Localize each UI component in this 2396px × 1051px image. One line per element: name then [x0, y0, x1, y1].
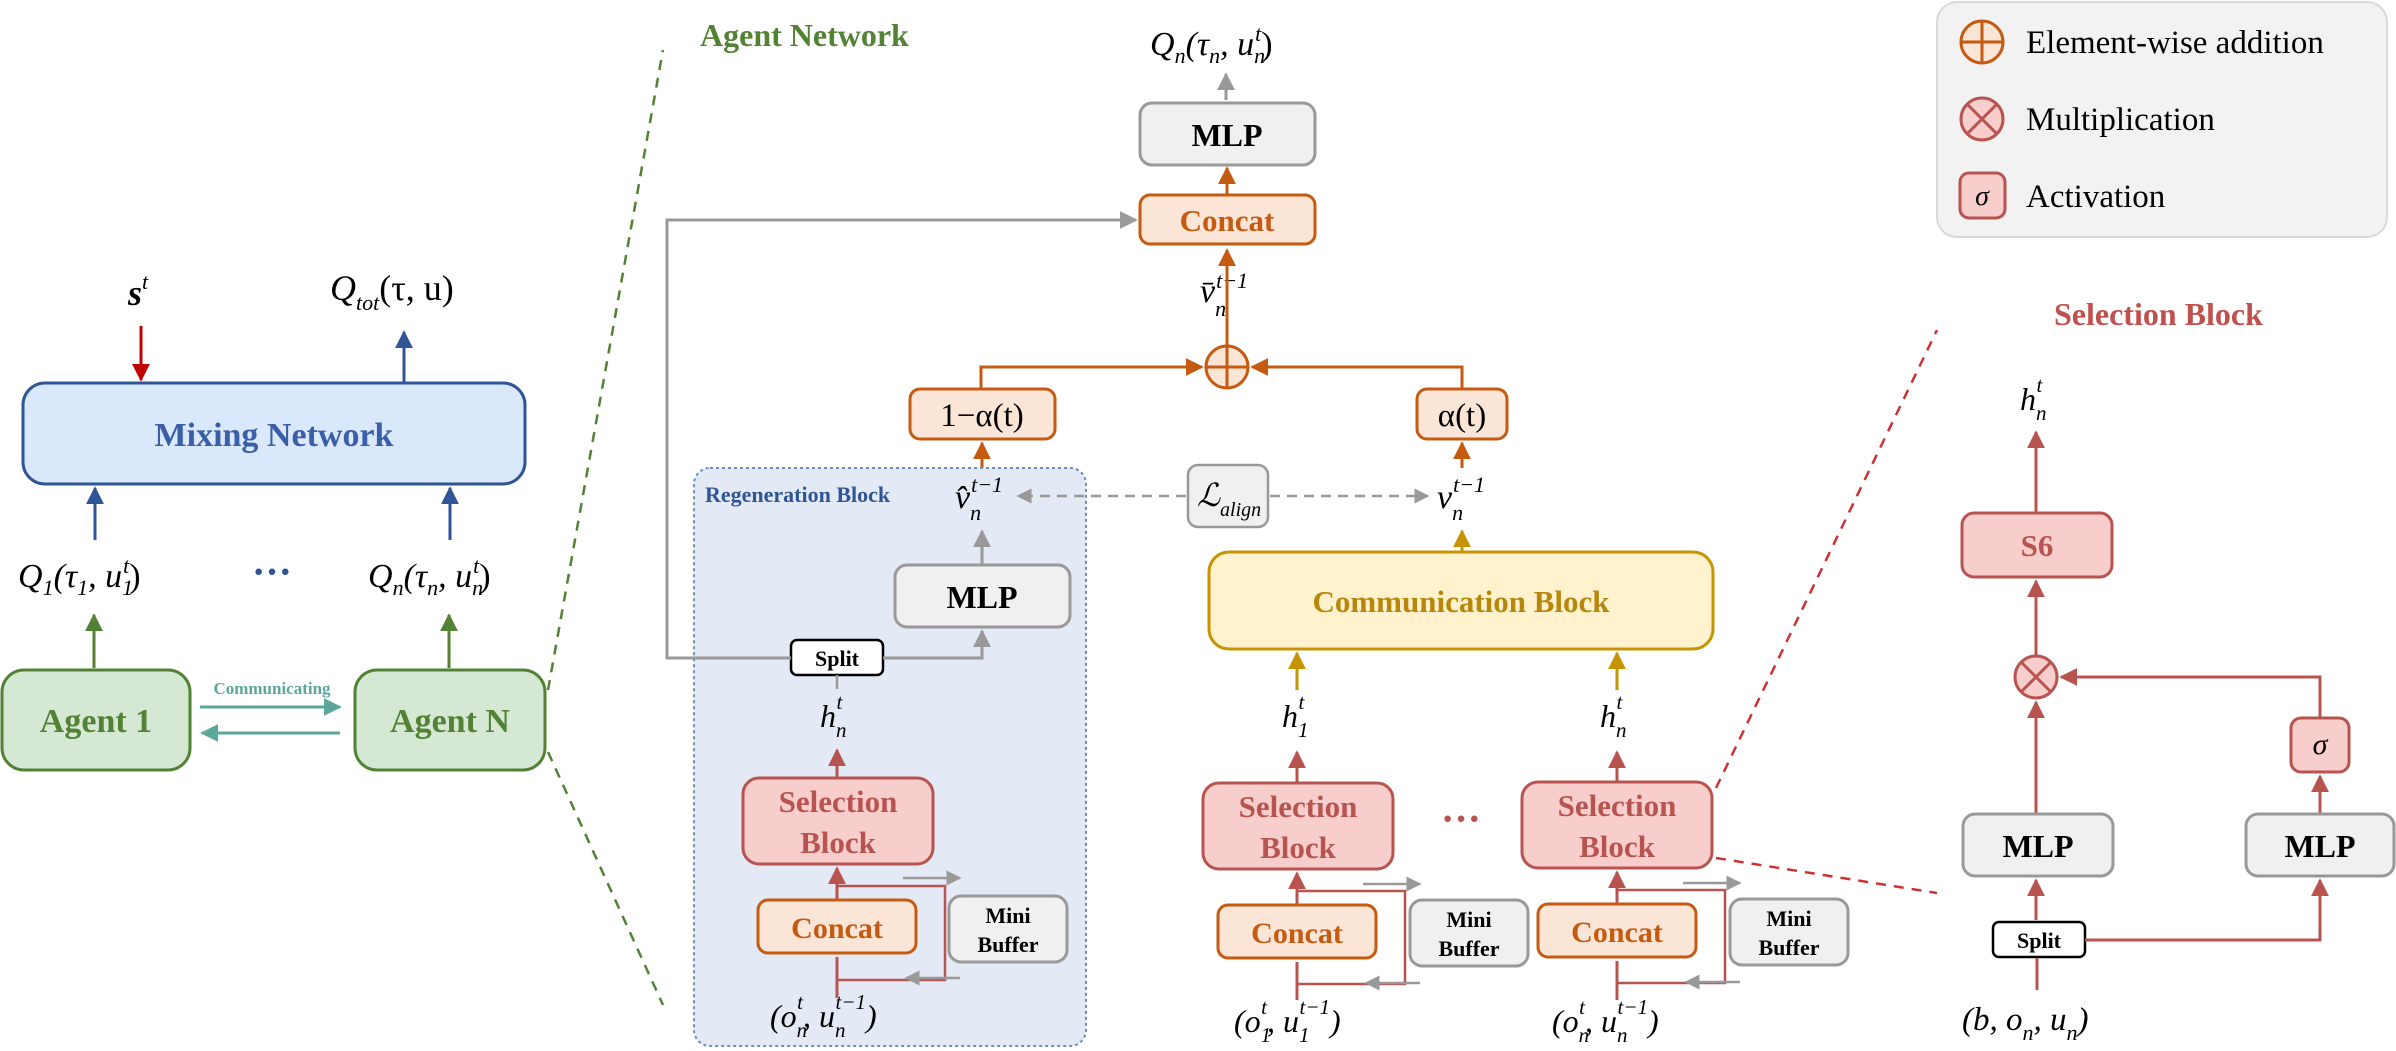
- buffer-loop-regen: [837, 884, 947, 982]
- mini-buffer-n-l1: Mini: [1766, 906, 1811, 931]
- mlp-regen-label: MLP: [946, 579, 1017, 615]
- legend-addition-label: Element-wise addition: [2026, 25, 2324, 61]
- mini-buffer-n-l2: Buffer: [1758, 935, 1819, 960]
- selection-block-1-l2: Block: [1260, 830, 1337, 865]
- selection-mlp-right: [2244, 812, 2396, 878]
- selection-block-detail: Selection Block hnt S6 MLP σ MLP Split (…: [1960, 296, 2396, 1045]
- one-minus-alpha-label: 1−α(t): [940, 398, 1024, 434]
- mini-buffer-1-l1: Mini: [1446, 907, 1491, 932]
- q-tot-label: Qtot(τ, u): [330, 268, 454, 315]
- sigma-activation-label: σ: [2313, 728, 2329, 761]
- selection-mlp-left: [1961, 812, 2115, 878]
- legend-sigma: σ: [1975, 181, 1990, 212]
- concat-n-label: Concat: [1571, 916, 1663, 949]
- selection-mlp-left-label: MLP: [2002, 828, 2073, 864]
- concat-regen-box: [756, 898, 918, 955]
- communication-block-label: Communication Block: [1312, 584, 1610, 619]
- legend-activation-label: Activation: [2026, 179, 2165, 215]
- h-n-regen-label: hnt: [820, 690, 847, 742]
- agent1-label: Agent 1: [40, 703, 152, 740]
- input-n-label: (ont, unt−1): [1552, 995, 1659, 1047]
- agent-network: Agent Network Qn(τn, unt) MLP Concat v̄n…: [665, 17, 1939, 1047]
- legend-multiplication-label: Multiplication: [2026, 102, 2215, 138]
- mini-buffer-regen: [947, 894, 1069, 964]
- selection-ellipsis: ···: [1441, 796, 1481, 841]
- selection-block-n: [1520, 780, 1714, 870]
- state-label: st: [127, 269, 149, 313]
- agent-network-title: Agent Network: [700, 17, 909, 53]
- selection-block-n-l1: Selection: [1558, 788, 1677, 823]
- input-regen-label: (ont, unt−1): [770, 990, 877, 1042]
- zoom-line-top: [546, 49, 665, 691]
- l-align-label: ℒalign: [1197, 477, 1261, 521]
- selection-block-regen-l2: Block: [800, 825, 877, 860]
- split-to-mlp-arrow: [883, 629, 991, 660]
- activation-legend-icon: [1958, 171, 2007, 220]
- agentn-label: Agent N: [390, 703, 510, 740]
- left-panel: st Qtot(τ, u) Mixing Network Q1(τ1, u1t)…: [0, 49, 665, 1006]
- h-n-comm-label: hnt: [1600, 690, 1627, 742]
- legend: Element-wise addition Multiplication σ A…: [1936, 1, 2388, 238]
- concat-top-box: [1138, 193, 1317, 246]
- legend-box: [1936, 1, 2388, 238]
- selection-block-n-l2: Block: [1579, 829, 1656, 864]
- mini-buffer-1-l2: Buffer: [1438, 936, 1499, 961]
- alpha-box: [1415, 387, 1509, 441]
- mini-buffer-1: [1408, 898, 1530, 968]
- agentn-box: [353, 668, 547, 772]
- selection-mlp-right-label: MLP: [2284, 828, 2355, 864]
- q-output-label: Qn(τn, unt): [1150, 21, 1273, 68]
- selection-block-1: [1201, 781, 1395, 871]
- concat-top-label: Concat: [1180, 203, 1275, 238]
- mini-buffer-n: [1728, 897, 1850, 967]
- selection-zoom-line-top: [1714, 329, 1939, 789]
- mini-buffer-regen-l1: Mini: [985, 903, 1030, 928]
- split-to-concat-arrow: [665, 211, 1138, 660]
- q1-label: Q1(τ1, u1t): [18, 553, 141, 600]
- mixing-network-label: Mixing Network: [155, 417, 394, 454]
- mixing-network-box: [21, 381, 527, 486]
- agent1-box: [0, 668, 192, 772]
- mini-buffer-regen-l2: Buffer: [977, 932, 1038, 957]
- concat-n-box: [1536, 902, 1698, 959]
- alpha-to-add: [1250, 358, 1464, 389]
- agents-ellipsis: ···: [252, 549, 292, 594]
- selection-input-label: (b, on, un): [1962, 1002, 2089, 1045]
- vhat-label: v̂nt−1: [955, 472, 1003, 525]
- one-minus-alpha-box: [908, 387, 1057, 441]
- h-1-label: h1t: [1282, 690, 1309, 742]
- mlp-top-label: MLP: [1191, 117, 1262, 153]
- communicating-label: Communicating: [213, 679, 331, 698]
- selection-split-label: Split: [2017, 928, 2062, 953]
- vbar-label: v̄nt−1: [1200, 268, 1248, 321]
- selection-block-1-l1: Selection: [1239, 789, 1358, 824]
- selection-block-regen: [741, 776, 935, 866]
- concat-1-label: Concat: [1251, 917, 1343, 950]
- selection-zoom-line-bottom: [1715, 856, 1938, 895]
- input-1-label: (o1t, u1t−1): [1234, 995, 1341, 1047]
- one-minus-alpha-to-add: [979, 358, 1204, 389]
- concat-1-box: [1216, 903, 1378, 960]
- alpha-label: α(t): [1438, 398, 1486, 434]
- s6-box: [1960, 511, 2114, 579]
- split-label: Split: [815, 646, 860, 671]
- selection-detail-title: Selection Block: [2054, 296, 2263, 332]
- split-to-right-mlp: [2085, 878, 2329, 942]
- selection-detail-h-label: hnt: [2020, 373, 2047, 425]
- communication-block: [1207, 550, 1715, 651]
- concat-regen-label: Concat: [791, 912, 883, 945]
- mlp-top-box: [1138, 101, 1317, 167]
- s6-label: S6: [2021, 528, 2054, 563]
- l-align-box: [1186, 463, 1270, 529]
- mlp-regen-box: [893, 563, 1072, 629]
- qn-label: Qn(τn, unt): [368, 553, 491, 600]
- selection-block-regen-l1: Selection: [779, 784, 898, 819]
- sigma-to-multiply: [2059, 668, 2322, 718]
- regeneration-block-title: Regeneration Block: [705, 482, 891, 507]
- v-label: vnt−1: [1437, 472, 1485, 525]
- zoom-line-bottom: [546, 751, 665, 1006]
